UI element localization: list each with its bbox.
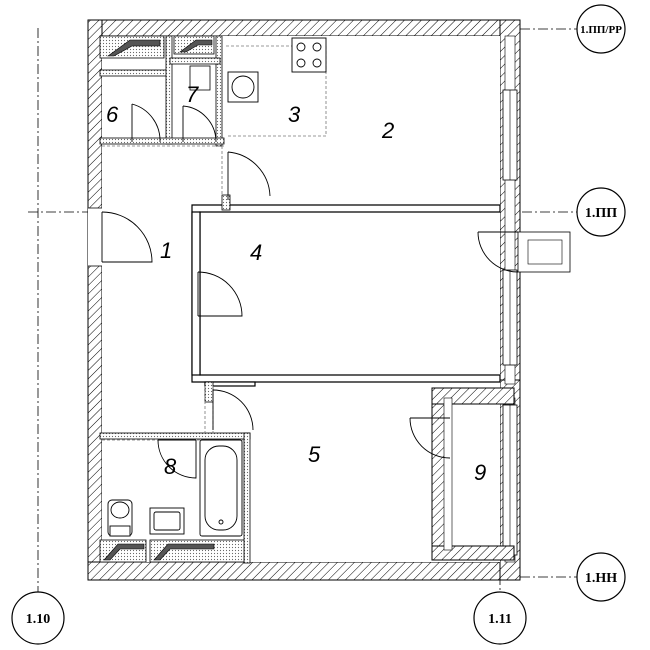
wall-balcony-top	[431, 387, 515, 405]
stove	[291, 37, 327, 73]
room-label-1: 1	[160, 238, 172, 263]
axis-label-bottom: 1.НН	[585, 571, 617, 586]
axis-circle-1-10	[11, 591, 65, 645]
axis-label-mid: 1.ПП	[585, 206, 617, 221]
wall-balcony-bottom	[431, 545, 515, 561]
axis-label-1-11: 1.11	[488, 612, 512, 627]
kitchen-zone	[226, 45, 327, 137]
doors	[101, 103, 571, 479]
vent-icon-6	[107, 39, 161, 57]
partition-6-top	[99, 69, 171, 77]
room-labels: 1 2 3 4 5 6 7 8 9	[106, 82, 486, 485]
axis-circle-mid	[576, 187, 626, 237]
stove-burner-2	[312, 42, 322, 52]
wall-top	[87, 19, 521, 37]
vent-shafts	[99, 35, 245, 563]
bathtub-drain	[218, 519, 224, 525]
room-label-9: 9	[474, 460, 486, 485]
axis-label-top: 1.ПП/РР	[580, 24, 622, 36]
axis-circle-1-11	[473, 591, 527, 645]
partition-6-hall	[99, 137, 225, 145]
partition-8-top	[99, 432, 251, 440]
axis-circle-top	[576, 4, 626, 54]
axis-markers: 1.ПП/РР 1.ПП 1.НН 1.10 1.11	[11, 4, 626, 645]
wall-bottom	[87, 561, 521, 581]
partition-6-7	[165, 35, 173, 145]
stove-burner-4	[312, 58, 322, 68]
wall-left	[87, 19, 103, 581]
bathtub-inner	[204, 445, 238, 531]
toilet-tank	[109, 525, 131, 537]
partition-8-right	[243, 432, 251, 564]
vent-icon-8b	[153, 543, 215, 561]
toilet-bowl	[110, 501, 130, 519]
axis-circle-bottom	[576, 552, 626, 602]
stove-burner-1	[296, 42, 306, 52]
vent-icon-8a	[103, 543, 145, 561]
vent-icon-7	[179, 39, 213, 53]
washer-drum	[231, 75, 255, 99]
wall-room-4-left	[191, 211, 201, 376]
sink-basin	[153, 511, 181, 531]
bathroom-fixtures	[107, 439, 243, 537]
kitchen-fixtures	[227, 37, 327, 103]
room-label-4: 4	[250, 240, 262, 265]
partition-7-top	[169, 57, 221, 65]
axis-label-1-10: 1.10	[26, 612, 51, 627]
windows	[88, 89, 518, 556]
partition-hall-5	[204, 381, 214, 403]
room-label-2: 2	[381, 118, 394, 143]
stove-burner-3	[296, 58, 306, 68]
room-label-3: 3	[288, 102, 301, 127]
room-label-8: 8	[164, 454, 177, 479]
partition-hall-kitchen	[221, 194, 231, 211]
room-label-6: 6	[106, 102, 119, 127]
room-label-5: 5	[308, 442, 321, 467]
room-label-7: 7	[186, 82, 199, 107]
interior-walls	[99, 35, 515, 564]
partition-7-3	[215, 35, 223, 147]
